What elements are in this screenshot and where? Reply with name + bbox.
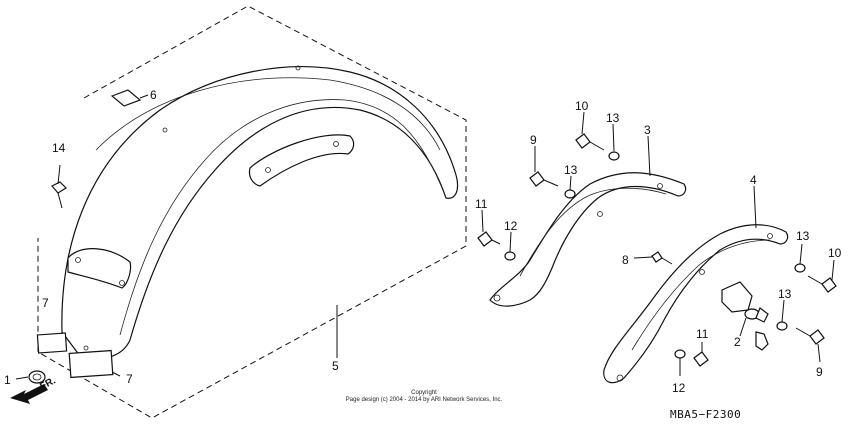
callout-7-lower: 7 — [126, 372, 133, 386]
callout-13-c: 13 — [796, 229, 810, 243]
callout-3: 3 — [644, 123, 651, 137]
bracket-4 — [603, 185, 789, 384]
reflector-pad-lower — [68, 349, 121, 379]
callout-7-upper: 7 — [42, 296, 49, 310]
callout-12-left: 12 — [504, 219, 518, 233]
helmet-lock — [721, 281, 769, 351]
copyright-line-1: Copyright — [411, 390, 437, 396]
callout-13-b: 13 — [564, 163, 578, 177]
callout-11-left: 11 — [475, 197, 488, 211]
bracket-3 — [489, 135, 687, 307]
reflector-pad-upper — [36, 332, 68, 354]
washer-12-right — [674, 349, 686, 376]
callout-10-left: 10 — [575, 99, 589, 113]
callout-12-right: 12 — [672, 381, 686, 395]
screw-8 — [633, 251, 673, 265]
front-direction-arrow — [10, 384, 48, 404]
callout-9-right: 9 — [816, 365, 823, 379]
callout-1: 1 — [4, 373, 11, 387]
washer-13-c — [794, 243, 806, 273]
washer-13-b — [564, 175, 576, 199]
bolt-11-left — [477, 209, 501, 247]
callout-9-left: 9 — [530, 133, 537, 147]
bolt-10-left — [575, 111, 605, 151]
callout-4: 4 — [750, 173, 757, 187]
callout-6: 6 — [150, 88, 157, 102]
washer-13-d — [776, 299, 788, 331]
callout-13-a: 13 — [606, 111, 620, 125]
bolt-9-right — [795, 327, 825, 363]
callout-13-d: 13 — [778, 287, 792, 301]
copyright-line-2: Page design (c) 2004 - 2014 by ARI Netwo… — [346, 397, 503, 403]
callout-14: 14 — [52, 141, 66, 155]
bolt-9-left — [529, 146, 559, 187]
bolt-11-right — [693, 342, 709, 367]
washer-13-a — [608, 123, 620, 161]
washer-12-left — [504, 231, 516, 261]
rear-fender — [61, 65, 459, 360]
callout-5: 5 — [332, 359, 339, 373]
diagram-code: MBA5−F2300 — [670, 408, 741, 421]
rubber-pad — [110, 89, 149, 107]
grommet — [15, 370, 46, 384]
callout-8: 8 — [622, 253, 629, 267]
callout-11-right: 11 — [696, 327, 709, 341]
bolt-14 — [51, 164, 67, 209]
bolt-10-right — [807, 259, 837, 293]
callout-2: 2 — [734, 335, 741, 349]
fender-assembly-outline — [37, 5, 467, 419]
callout-10-right: 10 — [828, 246, 842, 260]
